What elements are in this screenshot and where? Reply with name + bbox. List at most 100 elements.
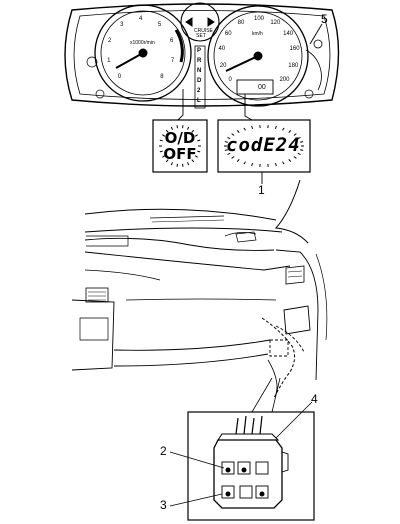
terminal-5 xyxy=(239,485,253,499)
scale-label: 1 xyxy=(107,57,111,64)
flash-ray xyxy=(224,141,228,143)
dash-lower-2 xyxy=(113,353,269,367)
door-edge xyxy=(315,253,328,341)
scale-label: 200 xyxy=(279,77,290,84)
terminal-1 xyxy=(221,461,235,475)
scale-label: 2 xyxy=(107,37,112,44)
windshield-pillar xyxy=(274,179,309,244)
flash-ray xyxy=(293,156,297,159)
callout-1: 1 xyxy=(258,183,265,197)
terminal-pin-1 xyxy=(225,467,231,473)
center-vent-left xyxy=(85,287,109,303)
leader-to-detail xyxy=(251,377,273,413)
scale-label: 80 xyxy=(237,19,245,26)
lcd-flash-rays xyxy=(159,125,304,167)
flash-ray xyxy=(191,159,195,163)
flash-ray xyxy=(274,162,277,167)
scale-label: 0 xyxy=(117,74,122,81)
flash-ray xyxy=(159,150,163,153)
cluster-inner-rim xyxy=(73,10,331,100)
leader-lcd xyxy=(244,94,253,121)
flash-ray xyxy=(243,161,246,165)
terminal-pin-4 xyxy=(259,491,265,497)
flash-ray xyxy=(170,126,173,130)
leader-od-off xyxy=(177,89,184,121)
right-gauge-arc xyxy=(305,49,322,91)
gear-indicator-strip xyxy=(194,45,206,109)
flash-ray xyxy=(197,150,201,153)
flash-ray xyxy=(297,152,301,155)
diagnostic-code-display: codE24 xyxy=(226,134,301,156)
dash-defrost-2 xyxy=(151,219,225,223)
dash-top-line xyxy=(84,227,283,233)
flash-ray xyxy=(227,152,231,155)
flash-ray xyxy=(288,159,292,162)
side-vent xyxy=(283,305,311,335)
terminal-6 xyxy=(255,485,269,499)
flash-ray xyxy=(300,149,304,151)
flash-ray xyxy=(243,127,246,131)
flash-ray xyxy=(197,139,201,142)
scale-label: 5 xyxy=(157,21,162,28)
flash-ray xyxy=(231,133,235,136)
speedometer-unit: km/h xyxy=(252,31,263,37)
flash-ray xyxy=(288,130,292,133)
leader-4 xyxy=(275,401,313,439)
scale-label: 40 xyxy=(218,46,226,53)
leader-5 xyxy=(309,23,323,45)
od-off-line1: O/D xyxy=(164,129,196,147)
connector-top-face xyxy=(217,433,280,441)
right-knob xyxy=(313,39,323,49)
leader-3 xyxy=(169,493,223,507)
flash-ray xyxy=(274,125,277,130)
gear-position: 2 xyxy=(197,88,201,94)
cluster-housing xyxy=(64,3,340,107)
scale-label: 140 xyxy=(283,30,294,37)
code-box xyxy=(217,119,311,173)
terminal-4 xyxy=(221,485,235,499)
dashed-harness-2 xyxy=(275,325,305,353)
flash-ray xyxy=(170,162,173,166)
dash-speaker xyxy=(224,232,257,237)
flash-ray xyxy=(165,129,169,133)
turn-left-arrow xyxy=(185,17,193,27)
callout-2: 2 xyxy=(160,444,167,458)
detail-box xyxy=(187,411,315,521)
leader-2 xyxy=(169,451,225,469)
od-off-line2: OFF xyxy=(163,145,197,163)
terminal-2 xyxy=(237,461,251,475)
flash-ray xyxy=(187,126,190,130)
dash-left-detail xyxy=(86,235,129,247)
flash-ray xyxy=(293,133,297,136)
leader-to-detail-2 xyxy=(271,377,281,413)
scale-label: 20 xyxy=(219,63,227,70)
dash-face-2 xyxy=(84,269,161,281)
flash-ray xyxy=(251,162,254,167)
scale-label: 100 xyxy=(254,16,265,22)
scale-label: 0 xyxy=(228,77,232,84)
flash-ray xyxy=(300,141,304,143)
knee-panel xyxy=(267,359,278,395)
dashed-harness xyxy=(261,317,296,399)
scale-label: 7 xyxy=(170,57,175,64)
speedometer-dial xyxy=(213,11,303,101)
flash-ray xyxy=(282,161,285,165)
scale-label: 8 xyxy=(160,74,164,81)
gear-position: R xyxy=(197,58,202,64)
left-lamp-1 xyxy=(86,56,98,68)
flash-ray xyxy=(224,149,228,151)
tachometer-unit: x1000r/min xyxy=(130,40,155,46)
dash-face xyxy=(84,251,291,271)
scale-label: 3 xyxy=(120,21,124,28)
tachometer-needle xyxy=(115,52,144,69)
terminal-pin-2 xyxy=(241,467,247,473)
gear-position: N xyxy=(197,68,202,74)
speedometer-bezel xyxy=(207,5,309,107)
upper-vent xyxy=(285,265,305,285)
terminal-pin-3 xyxy=(225,491,231,497)
right-lamp xyxy=(304,89,314,99)
terminal-3 xyxy=(255,461,269,475)
flash-ray xyxy=(162,134,166,137)
gear-position: P xyxy=(197,48,202,54)
